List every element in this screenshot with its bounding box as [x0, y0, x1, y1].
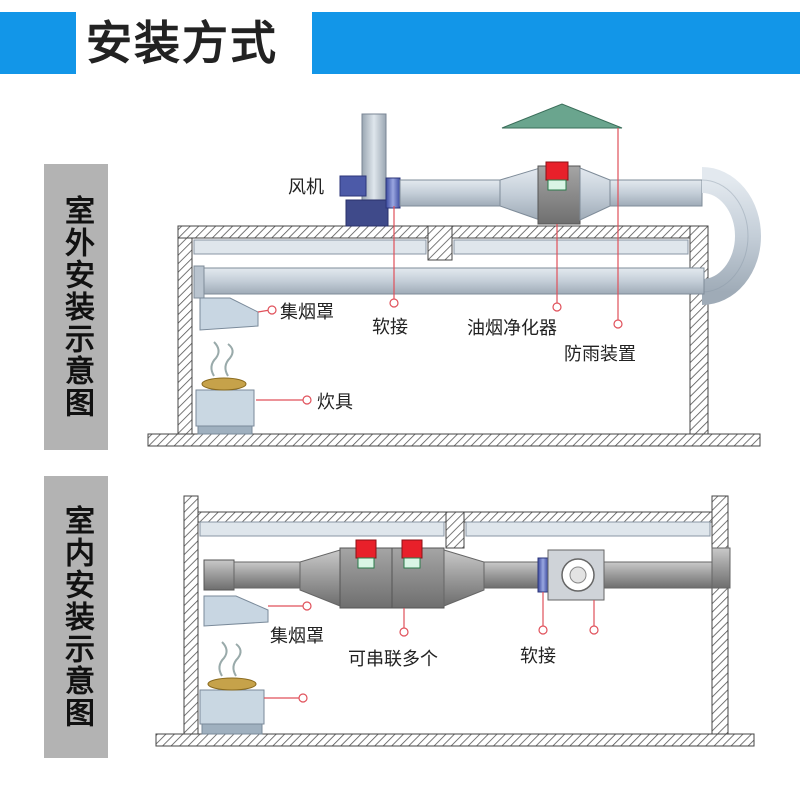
label-flex-joint-indoor: 软接	[520, 646, 556, 667]
outdoor-wok	[201, 377, 247, 391]
indoor-ceiling-panel	[199, 521, 445, 537]
indoor-duct-2	[483, 561, 539, 589]
indoor-badge-2	[403, 557, 421, 569]
roof-duct-right	[609, 179, 703, 207]
purifier-inlet-cone	[499, 167, 541, 221]
indoor-floor	[155, 733, 755, 747]
indoor-side-label: 室内安装示意图	[59, 505, 94, 729]
label-rain-cap: 防雨装置	[564, 344, 636, 365]
indoor-duct-3	[603, 561, 713, 589]
purifier-badge	[547, 179, 567, 191]
fan-base	[345, 199, 389, 227]
label-purifier: 油烟净化器	[467, 318, 557, 339]
label-hood-indoor: 集烟罩	[270, 626, 324, 647]
indoor-steam	[218, 641, 228, 677]
indoor-steam-2	[232, 643, 242, 677]
indoor-hood	[203, 595, 269, 627]
duct-bend-outline	[701, 179, 749, 293]
outdoor-stove	[195, 389, 255, 427]
indoor-stove-base	[201, 723, 263, 735]
indoor-duct-outdoor	[199, 267, 705, 295]
outdoor-side-panel: 室外安装示意图	[44, 164, 108, 450]
indoor-diagram: 集烟罩 可串联多个 软接	[155, 495, 755, 747]
outdoor-ceiling-panel-2	[453, 239, 689, 255]
indoor-beam	[445, 511, 465, 549]
header-accent-right	[312, 12, 800, 74]
duct-end-cap	[193, 265, 205, 299]
rain-cap	[501, 103, 623, 129]
outdoor-diagram: 风机 集烟罩 软接 油烟净化器 防雨装置 炊具	[147, 103, 761, 447]
indoor-side-panel: 室内安装示意图	[44, 476, 108, 758]
indoor-left-wall	[183, 495, 199, 737]
indoor-inlet-cone	[299, 549, 341, 607]
label-hood-outdoor: 集烟罩	[280, 302, 334, 323]
outdoor-markers	[256, 128, 623, 405]
label-flex-joint-outdoor: 软接	[372, 317, 408, 338]
page-title: 安装方式	[86, 16, 278, 70]
flex-joint-roof	[385, 177, 401, 209]
purifier-outlet-cone	[579, 167, 611, 221]
purifier-filter-red	[545, 161, 569, 181]
outdoor-floor	[147, 433, 761, 447]
outdoor-beam	[427, 225, 453, 261]
indoor-duct-exit	[711, 547, 731, 589]
indoor-ceiling-panel-2	[465, 521, 711, 537]
label-series: 可串联多个	[348, 649, 438, 670]
outdoor-ceiling-panel	[193, 239, 427, 255]
outdoor-steam	[210, 341, 220, 377]
outdoor-hood	[199, 297, 259, 331]
outdoor-left-wall	[177, 225, 193, 441]
indoor-filter-red-2	[401, 539, 423, 559]
indoor-badge-1	[357, 557, 375, 569]
roof-duct	[399, 179, 501, 207]
fan-motor	[339, 175, 367, 197]
indoor-markers	[264, 592, 599, 703]
outdoor-stove-base	[197, 425, 253, 435]
label-stove: 炊具	[317, 392, 353, 413]
indoor-duct-1	[233, 561, 301, 589]
indoor-outlet-cone	[443, 549, 485, 607]
indoor-fan-hub	[569, 566, 587, 584]
header-accent-left	[0, 12, 76, 74]
indoor-right-wall	[711, 495, 729, 737]
indoor-flex-joint	[537, 557, 549, 593]
outdoor-right-wall	[689, 225, 709, 439]
outdoor-side-label: 室外安装示意图	[59, 195, 94, 419]
indoor-duct-end	[203, 559, 235, 591]
duct-bend	[701, 167, 761, 305]
outdoor-steam-2	[224, 343, 234, 377]
label-fan: 风机	[288, 177, 324, 198]
indoor-stove	[199, 689, 265, 725]
indoor-wok	[207, 677, 257, 691]
indoor-filter-red-1	[355, 539, 377, 559]
